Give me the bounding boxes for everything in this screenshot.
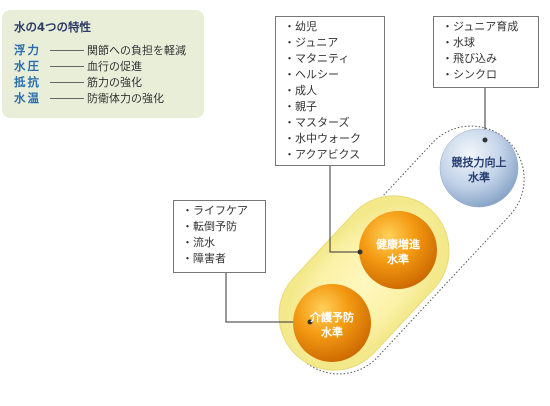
competitive-sphere (439, 128, 519, 208)
property-row-temperature: 水温 防衛体力の強化 (14, 90, 194, 106)
level-suffix: 水準 (321, 326, 343, 339)
connector-dash (50, 97, 84, 99)
list-item: ・ヘルシー (284, 68, 339, 81)
property-row-resistance: 抵抗 筋力の強化 (14, 74, 194, 90)
connector-dot (307, 319, 313, 325)
list-item: ・親子 (284, 100, 317, 113)
property-key: 抵抗 (14, 75, 41, 89)
list-item: ・幼児 (284, 20, 317, 33)
level-name: 介護予防 (310, 311, 354, 324)
connector-line-health (329, 166, 360, 253)
level-suffix: 水準 (468, 171, 490, 184)
connector-dot (482, 137, 488, 143)
properties-title: 水の4つの特性 (14, 20, 92, 34)
list-item: ・流水 (182, 236, 215, 249)
list-item: ・成人 (284, 84, 317, 97)
competitive-level-label: 競技力向上 水準 (439, 155, 519, 185)
health-level-label: 健康増進 水準 (358, 237, 438, 267)
property-key: 浮力 (14, 43, 41, 57)
property-row-pressure: 水圧 血行の促進 (14, 58, 194, 74)
care-sphere (293, 284, 371, 362)
list-item: ・ジュニア (284, 36, 339, 49)
list-item: ・シンクロ (442, 68, 497, 81)
connector-dash (50, 81, 84, 83)
connector-dash (50, 49, 84, 51)
connector-line-care (225, 273, 310, 323)
level-name: 競技力向上 (451, 156, 507, 169)
list-item: ・ライフケア (182, 204, 248, 217)
list-item: ・水中ウォーク (284, 132, 361, 145)
health-sphere (359, 211, 437, 289)
level-name: 健康増進 (376, 238, 420, 251)
list-item: ・飛び込み (442, 52, 497, 65)
list-item: ・障害者 (182, 252, 226, 265)
property-desc: 筋力の強化 (87, 76, 142, 89)
water-properties-panel: 水の4つの特性 浮力 関節への負担を軽減 水圧 血行の促進 抵抗 筋力の強化 水… (2, 10, 204, 118)
property-desc: 関節への負担を軽減 (87, 44, 186, 57)
care-level-label: 介護予防 水準 (292, 310, 372, 340)
property-key: 水温 (14, 91, 41, 105)
list-item: ・水球 (442, 36, 475, 49)
level-suffix: 水準 (387, 253, 409, 266)
health-program-list: ・幼児 ・ジュニア ・マタニティ ・ヘルシー ・成人 ・親子 ・マスターズ ・水… (275, 16, 385, 166)
property-row-buoyancy: 浮力 関節への負担を軽減 (14, 42, 194, 58)
property-key: 水圧 (14, 59, 41, 73)
property-desc: 血行の促進 (87, 60, 142, 73)
list-item: ・ジュニア育成 (442, 20, 519, 33)
competitive-program-list: ・ジュニア育成 ・水球 ・飛び込み ・シンクロ (433, 16, 539, 88)
care-program-list: ・ライフケア ・転倒予防 ・流水 ・障害者 (173, 200, 266, 273)
connector-dash (50, 65, 84, 67)
list-item: ・マタニティ (284, 52, 350, 65)
list-item: ・転倒予防 (182, 220, 237, 233)
yellow-capsule (278, 195, 450, 371)
list-item: ・マスターズ (284, 116, 350, 129)
connector-dot (357, 249, 363, 255)
property-desc: 防衛体力の強化 (87, 92, 164, 105)
list-item: ・アクアビクス (284, 148, 361, 161)
